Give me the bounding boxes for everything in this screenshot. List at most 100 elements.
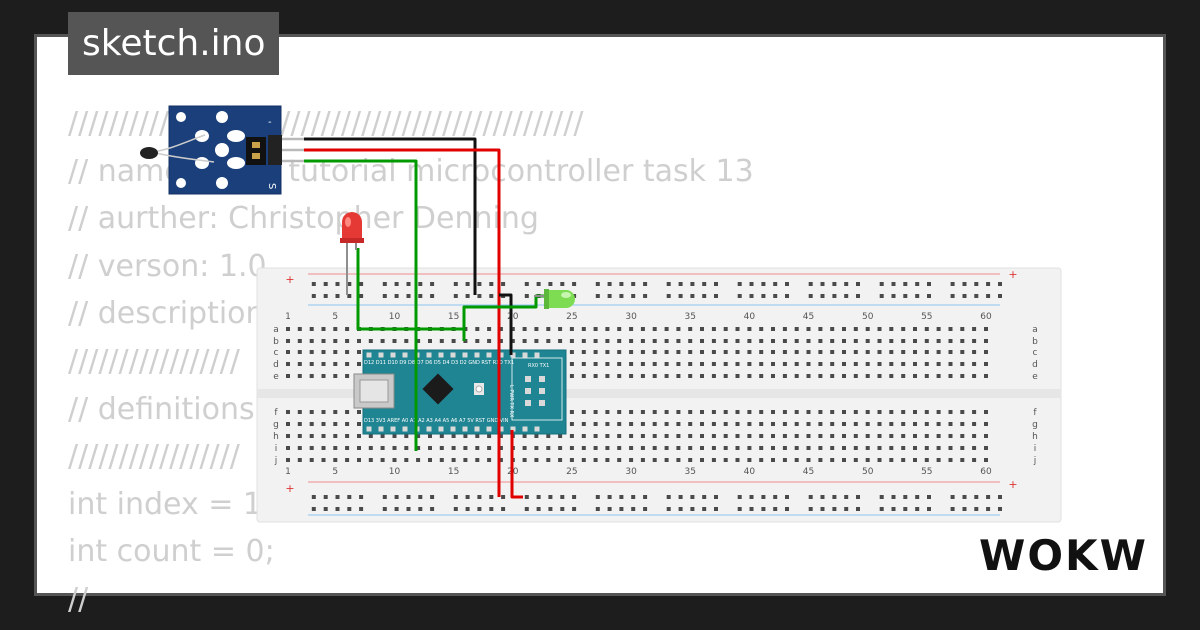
breadboard-hole[interactable]: [345, 350, 350, 354]
breadboard-hole[interactable]: [924, 362, 929, 366]
breadboard-hole[interactable]: [749, 294, 754, 298]
nano-pin[interactable]: [390, 426, 396, 432]
breadboard-hole[interactable]: [735, 458, 740, 462]
breadboard-hole[interactable]: [394, 282, 399, 286]
breadboard-hole[interactable]: [806, 327, 811, 331]
breadboard-hole[interactable]: [345, 422, 350, 426]
breadboard-hole[interactable]: [617, 434, 622, 438]
breadboard-hole[interactable]: [321, 446, 326, 450]
breadboard-hole[interactable]: [406, 294, 411, 298]
breadboard-hole[interactable]: [924, 374, 929, 378]
breadboard-hole[interactable]: [972, 410, 977, 414]
breadboard-hole[interactable]: [309, 362, 314, 366]
breadboard-hole[interactable]: [782, 339, 787, 343]
breadboard-hole[interactable]: [463, 458, 468, 462]
breadboard-hole[interactable]: [915, 495, 920, 499]
breadboard-hole[interactable]: [913, 339, 917, 343]
breadboard-hole[interactable]: [477, 495, 482, 499]
nano-pin[interactable]: [498, 426, 504, 432]
breadboard-hole[interactable]: [853, 410, 858, 414]
breadboard-hole[interactable]: [392, 446, 397, 450]
breadboard-hole[interactable]: [820, 495, 825, 499]
breadboard-hole[interactable]: [595, 507, 600, 511]
breadboard-hole[interactable]: [607, 507, 612, 511]
breadboard-hole[interactable]: [593, 422, 598, 426]
breadboard-hole[interactable]: [392, 339, 397, 343]
breadboard-hole[interactable]: [465, 282, 470, 286]
breadboard-hole[interactable]: [688, 434, 693, 438]
breadboard-hole[interactable]: [723, 410, 728, 414]
breadboard-hole[interactable]: [830, 362, 835, 366]
breadboard-hole[interactable]: [865, 362, 870, 366]
breadboard-hole[interactable]: [794, 410, 799, 414]
breadboard-hole[interactable]: [451, 446, 456, 450]
breadboard-hole[interactable]: [986, 495, 991, 499]
breadboard-hole[interactable]: [901, 446, 906, 450]
nano-pin[interactable]: [474, 426, 480, 432]
nano-pin[interactable]: [378, 352, 384, 358]
breadboard-hole[interactable]: [451, 339, 456, 343]
breadboard-hole[interactable]: [759, 362, 764, 366]
breadboard-hole[interactable]: [714, 294, 718, 298]
breadboard-hole[interactable]: [430, 507, 435, 511]
breadboard-hole[interactable]: [759, 446, 764, 450]
breadboard-hole[interactable]: [700, 458, 704, 462]
breadboard-hole[interactable]: [558, 458, 563, 462]
breadboard-hole[interactable]: [759, 339, 764, 343]
breadboard-hole[interactable]: [820, 282, 825, 286]
breadboard-hole[interactable]: [877, 339, 882, 343]
breadboard-hole[interactable]: [960, 339, 965, 343]
breadboard-hole[interactable]: [333, 410, 338, 414]
breadboard-hole[interactable]: [723, 434, 728, 438]
breadboard-hole[interactable]: [652, 458, 657, 462]
breadboard-hole[interactable]: [548, 507, 553, 511]
breadboard-hole[interactable]: [643, 507, 648, 511]
breadboard-hole[interactable]: [832, 507, 837, 511]
breadboard-hole[interactable]: [453, 282, 458, 286]
breadboard-hole[interactable]: [333, 458, 338, 462]
breadboard-hole[interactable]: [501, 282, 506, 286]
breadboard-hole[interactable]: [666, 294, 671, 298]
breadboard-hole[interactable]: [357, 422, 361, 426]
breadboard-hole[interactable]: [820, 294, 825, 298]
breadboard-hole[interactable]: [546, 446, 551, 450]
breadboard-hole[interactable]: [534, 458, 539, 462]
breadboard-hole[interactable]: [771, 458, 775, 462]
breadboard-hole[interactable]: [676, 446, 681, 450]
breadboard-hole[interactable]: [475, 339, 480, 343]
breadboard-hole[interactable]: [759, 410, 764, 414]
breadboard-hole[interactable]: [477, 507, 482, 511]
breadboard-hole[interactable]: [913, 458, 917, 462]
breadboard-hole[interactable]: [842, 410, 846, 414]
breadboard-hole[interactable]: [747, 350, 752, 354]
breadboard-hole[interactable]: [903, 507, 908, 511]
breadboard-hole[interactable]: [347, 282, 352, 286]
breadboard-hole[interactable]: [524, 495, 529, 499]
breadboard-hole[interactable]: [891, 507, 896, 511]
breadboard-hole[interactable]: [652, 446, 657, 450]
breadboard-hole[interactable]: [406, 282, 411, 286]
breadboard-hole[interactable]: [347, 507, 352, 511]
nano-pin[interactable]: [438, 352, 444, 358]
breadboard-hole[interactable]: [737, 282, 742, 286]
breadboard-hole[interactable]: [723, 422, 728, 426]
breadboard-hole[interactable]: [524, 282, 529, 286]
breadboard-hole[interactable]: [877, 374, 882, 378]
green-led[interactable]: [534, 289, 575, 309]
breadboard-hole[interactable]: [688, 327, 693, 331]
breadboard-hole[interactable]: [286, 327, 290, 331]
breadboard-hole[interactable]: [321, 339, 326, 343]
breadboard-hole[interactable]: [818, 434, 823, 438]
breadboard-hole[interactable]: [309, 374, 314, 378]
breadboard-hole[interactable]: [357, 410, 361, 414]
breadboard-hole[interactable]: [392, 458, 397, 462]
breadboard-hole[interactable]: [333, 339, 338, 343]
breadboard-hole[interactable]: [321, 374, 326, 378]
breadboard-hole[interactable]: [842, 350, 846, 354]
breadboard-hole[interactable]: [972, 374, 977, 378]
breadboard-hole[interactable]: [569, 339, 574, 343]
breadboard-hole[interactable]: [759, 422, 764, 426]
breadboard-hole[interactable]: [569, 410, 574, 414]
breadboard-hole[interactable]: [948, 339, 953, 343]
breadboard-hole[interactable]: [581, 410, 586, 414]
